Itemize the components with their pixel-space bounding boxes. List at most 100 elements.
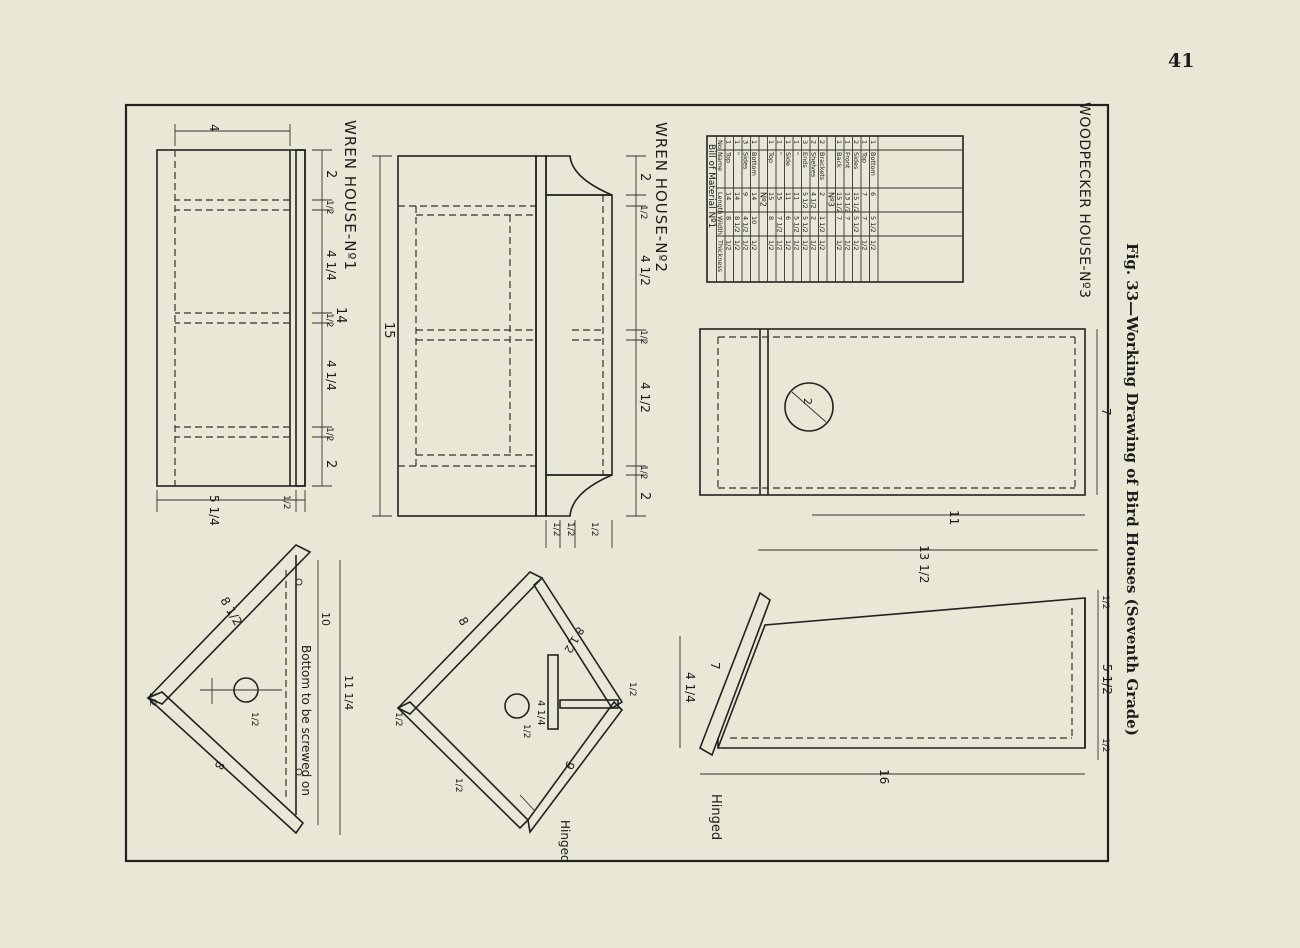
page-number: 41 (1168, 50, 1195, 72)
dim-w1-2b: 2 (323, 460, 338, 468)
dim-e1-10: 10 (319, 612, 332, 626)
bill-cell: 1 (861, 140, 869, 144)
title-wren-2: WREN HOUSE-Nº2 (652, 122, 670, 273)
dim-wp-13: 13 1/2 (917, 545, 931, 583)
bill-cell: 1/2 (852, 240, 860, 250)
bill-cell: 1 (844, 140, 852, 144)
bill-cell: 5 1/2 (801, 216, 809, 233)
bill-cell: 1/2 (776, 240, 784, 250)
bill-cell: 1/2 (844, 240, 852, 250)
bill-header: Thickness (716, 239, 724, 273)
dim-wp-half-b: 1/2 (1100, 738, 1110, 752)
bill-cell: 4 1/2 (742, 216, 750, 233)
bill-cell: 2 (818, 192, 826, 196)
bill-cell: 7 (861, 216, 869, 220)
bill-cell: 5 1/2 (869, 216, 877, 233)
dim-w2-half-c: 1/2 (638, 465, 648, 479)
bill-cell: 8 (725, 216, 733, 220)
dim-w2-b1: 1/2 (551, 522, 561, 536)
dim-w2-4a: 4 1/2 (638, 255, 652, 286)
bill-cell: 5 1/2 (801, 192, 809, 209)
bill-title: Bill of Material Nº1 (706, 144, 716, 228)
dim-w2-b3: 1/2 (589, 522, 599, 536)
bill-cell: 14 (733, 192, 741, 200)
note-hinged-wren: Hinged (558, 820, 572, 863)
bill-cell: 5 1/2 (852, 216, 860, 233)
wren-house-2-end-view: 8 8 1/2 4 1/4 9 1/2 1/2 1/2 1/2 Hinged (393, 571, 637, 863)
bill-cell: 7 (835, 216, 843, 220)
bill-cell: 1 (733, 140, 741, 144)
bill-cell: 1/2 (810, 240, 818, 250)
bill-cell: Bottom (869, 152, 877, 176)
bill-cell: 11 (793, 192, 801, 200)
dim-w1-4b: 4 1/4 (324, 360, 338, 391)
bill-cell: 1/2 (861, 240, 869, 250)
bill-header: Name (716, 152, 724, 171)
bill-cell: 6 (869, 192, 877, 196)
dim-wp-4: 4 1/4 (683, 672, 697, 703)
bill-header: Width (716, 216, 724, 235)
bill-cell: 2 (810, 140, 818, 144)
bill-cell: 2 (818, 140, 826, 144)
bill-cell: Sides (742, 152, 750, 170)
bill-cell: Top (767, 151, 775, 163)
bill-cell: Front (844, 152, 852, 169)
bill-cell: 1 (835, 140, 843, 144)
bill-cell: 15 1/2 (852, 192, 860, 213)
bill-cell: 1 (750, 140, 758, 144)
bill-section-label: Nº2 (759, 192, 768, 207)
dim-wp-11: 11 (947, 510, 961, 525)
bill-cell: 15 (776, 192, 784, 200)
dim-e2-corner-2: 1/2 (627, 682, 637, 696)
bill-cell: 13 1/2 (844, 192, 852, 213)
bill-cell: 1 (784, 140, 792, 144)
bill-cell: 2 (852, 140, 860, 144)
dim-w2-2a: 2 (637, 173, 652, 181)
woodpecker-house-side: 13 1/2 1/2 5 1/2 1/2 16 4 1/4 7 Hinged (679, 545, 1114, 840)
bill-cell: " (793, 152, 801, 155)
dim-e1-hole: 1/2 (249, 712, 259, 726)
dim-e1-8b: 8 (212, 759, 228, 773)
note-hinged-woodpecker: Hinged (708, 794, 723, 840)
dim-wp-16: 16 (877, 769, 891, 784)
dim-wp-5: 5 1/2 (1100, 664, 1114, 695)
bill-cell: 10 (750, 216, 758, 224)
dim-w1-half-a: 1/2 (324, 200, 334, 214)
bill-cell: 3 (801, 140, 809, 144)
bill-cell: Ends (801, 152, 809, 168)
bill-cell: 14 (725, 192, 733, 200)
dim-w1-14: 14 (333, 307, 348, 324)
bill-cell: Bottom (750, 152, 758, 176)
bill-cell: " (733, 152, 741, 155)
bill-cell: 1 (767, 140, 775, 144)
title-wren-1: WREN HOUSE-Nº1 (341, 120, 359, 271)
bill-cell: 4 1/2 (810, 192, 818, 209)
dim-wp-7: 7 (1099, 408, 1113, 416)
bill-cell: " (776, 152, 784, 155)
bill-cell: 1 (776, 140, 784, 144)
figure-caption: Fig. 33—Working Drawing of Bird Houses (… (1123, 243, 1141, 736)
bill-cell: 1 (793, 140, 801, 144)
dim-e2-left: 1/2 (453, 778, 463, 792)
dim-w1-bottom: 5 1/4 (207, 495, 221, 526)
bill-cell: 14 (750, 192, 758, 200)
bill-cell: 8 (767, 216, 775, 220)
woodpecker-house-front: 2 7 11 WOODPECKER HOUSE-Nº3 (699, 102, 1113, 525)
bill-cell: 1/2 (725, 240, 733, 250)
dim-e2-hole: 1/2 (521, 724, 531, 738)
dim-e2-4: 4 1/4 (535, 700, 546, 726)
bill-cell: 1 (725, 140, 733, 144)
bill-header: Length (716, 192, 724, 214)
dim-w2-2b: 2 (637, 492, 652, 500)
bill-header: No. (716, 140, 724, 151)
bill-cell: Back (835, 152, 843, 168)
bill-cell: 7 (844, 216, 852, 220)
dim-e2-8: 8 (455, 615, 471, 629)
dim-wp-half-a: 1/2 (1100, 595, 1110, 609)
bill-cell: 1/2 (835, 240, 843, 250)
dim-w2-half-b: 1/2 (638, 330, 648, 344)
dim-w1-4a: 4 1/4 (324, 250, 338, 281)
dim-e2-corner-1: 1/2 (393, 712, 403, 726)
bill-cell: Shelves (810, 152, 818, 178)
wren-house-1-end-view: 10 11 1/4 Bottom to be screwed on 8 1/2 … (146, 544, 355, 835)
